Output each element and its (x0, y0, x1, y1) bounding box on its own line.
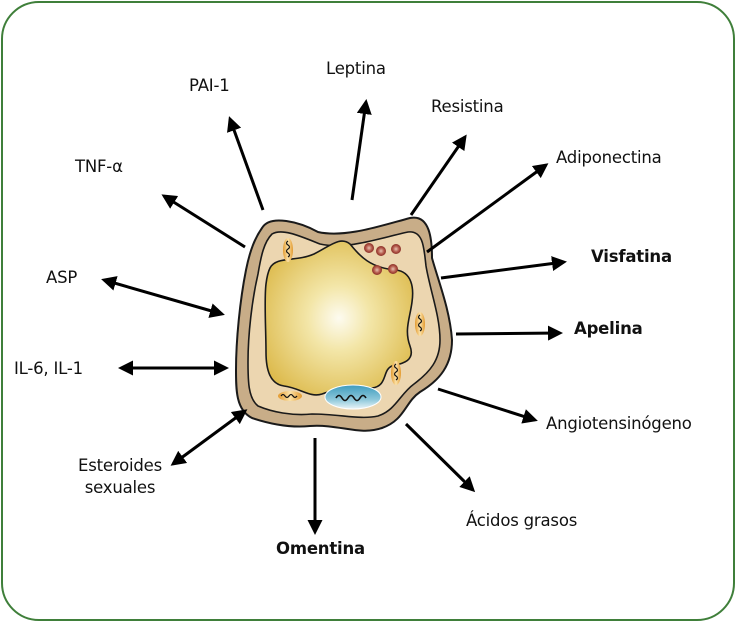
label-esteroides-sexuales: Esteroides sexuales (57, 455, 183, 499)
label-esteroides-line2: sexuales (84, 478, 156, 497)
label-visfatina: Visfatina (591, 247, 672, 266)
label-angiotensinogeno: Angiotensinógeno (546, 414, 692, 433)
label-omentina: Omentina (276, 539, 365, 558)
arrow-acidos (404, 422, 476, 493)
arrow-visfatina (440, 256, 567, 280)
label-pai1: PAI-1 (189, 76, 230, 95)
secretory-granules (364, 243, 401, 275)
label-il6-il1: IL-6, IL-1 (14, 359, 83, 378)
adipocyte-cell (234, 216, 454, 432)
arrow-leptina (350, 99, 372, 201)
arrow-asp (101, 276, 225, 318)
label-acidos-grasos: Ácidos grasos (466, 511, 578, 530)
label-esteroides-line1: Esteroides (78, 456, 162, 475)
label-tnf-alpha: TNF-α (75, 157, 123, 176)
label-adiponectina: Adiponectina (556, 148, 662, 167)
arrow-tnf (161, 194, 246, 249)
label-leptina: Leptina (326, 59, 386, 78)
label-asp: ASP (46, 268, 78, 287)
arrow-esteroides (170, 409, 248, 466)
arrow-resistina (409, 134, 467, 216)
label-resistina: Resistina (431, 97, 504, 116)
nucleus (324, 384, 382, 410)
mitochondria (278, 238, 425, 401)
arrow-adiponectina (426, 163, 549, 254)
label-apelina: Apelina (574, 319, 643, 338)
arrow-pai1 (227, 116, 265, 211)
arrow-apelina (455, 325, 563, 341)
arrow-angiotensinogeno (437, 387, 538, 424)
